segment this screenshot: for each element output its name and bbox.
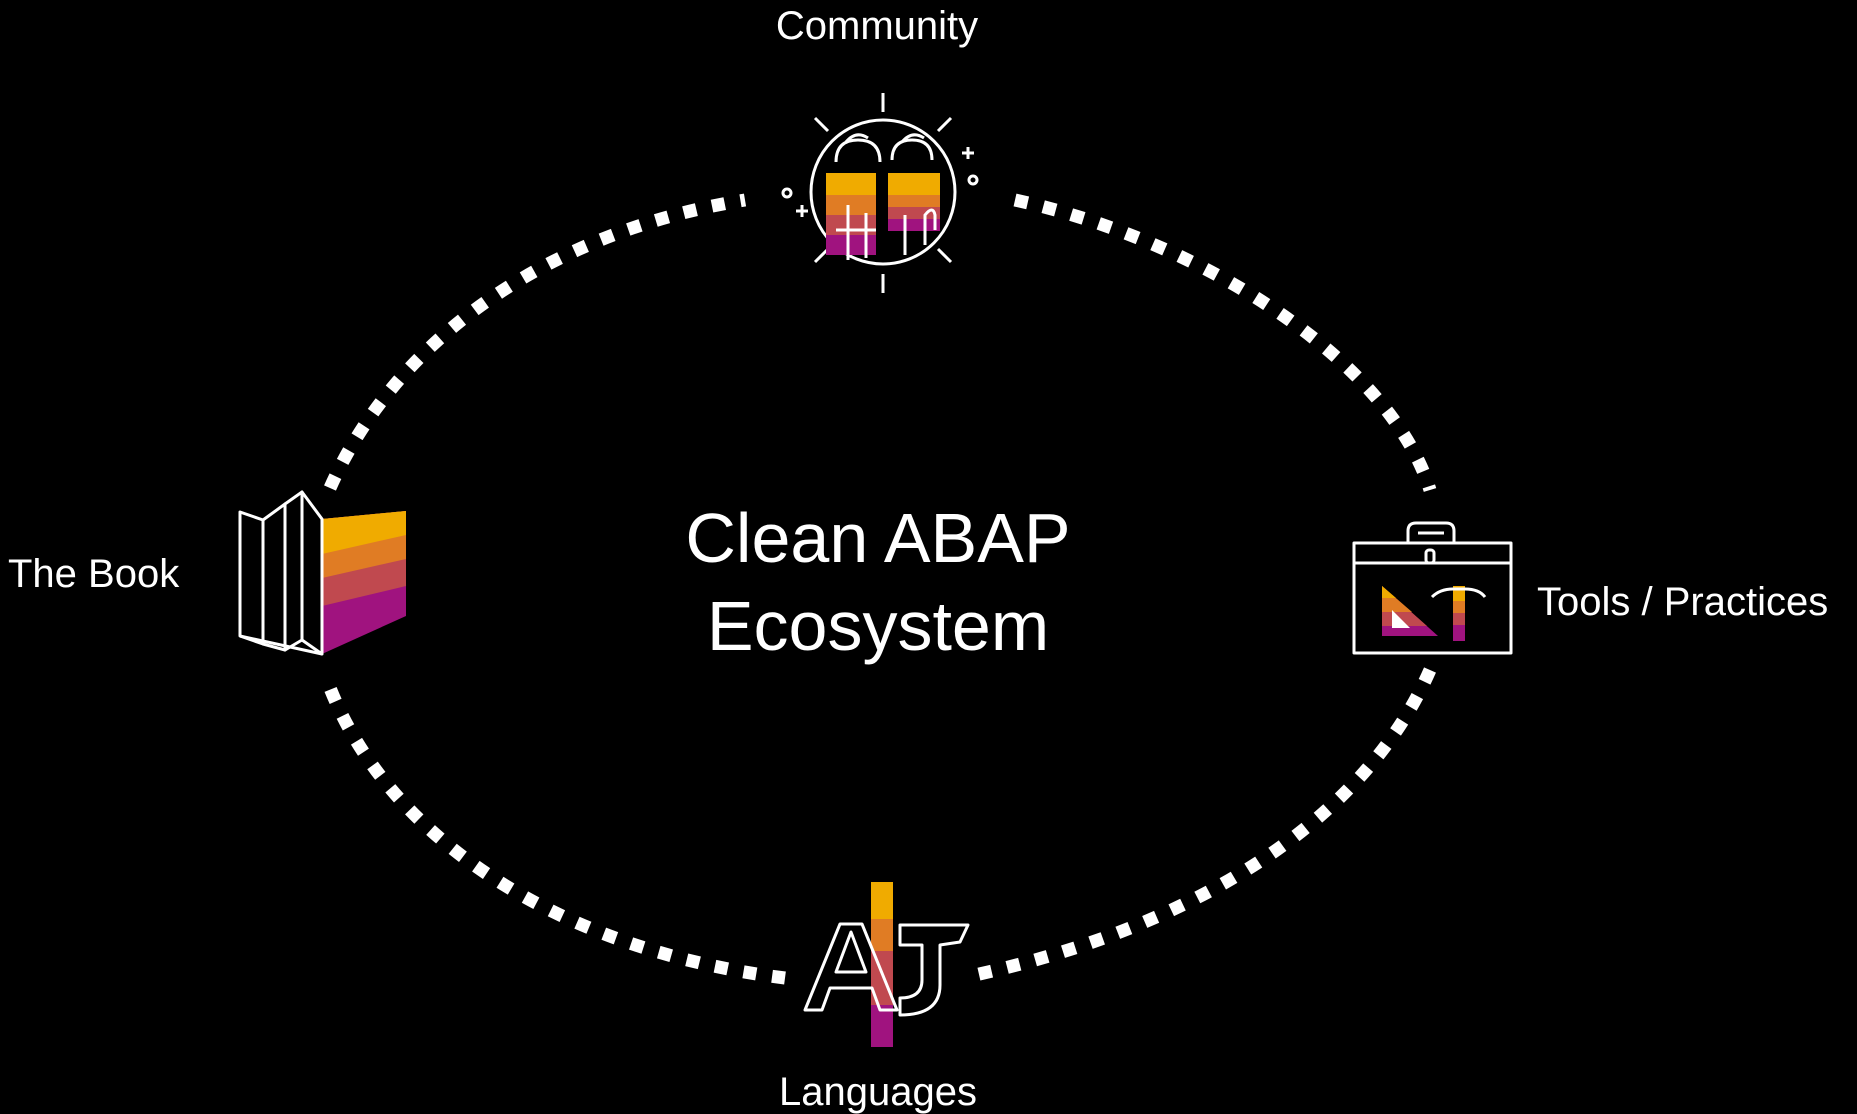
open-book-icon [238,490,406,656]
title-line-2: Ecosystem [706,587,1050,665]
connector-arcs [323,193,1437,985]
tools-practices-label: Tools / Practices [1537,580,1829,624]
arc-book-community [324,193,747,491]
community-hands-icon [781,93,979,293]
book-label: The Book [8,552,180,596]
title-line-1: Clean ABAP [685,499,1071,577]
languages-label: Languages [779,1070,977,1114]
arc-tools-languages [973,667,1436,982]
languages-glyph-icon [803,882,970,1047]
diagram-title: Clean ABAP Ecosystem [685,494,1070,670]
community-label: Community [775,4,979,48]
arc-community-tools [1013,193,1437,492]
toolbox-icon [1352,521,1513,655]
arc-languages-book [323,685,786,985]
